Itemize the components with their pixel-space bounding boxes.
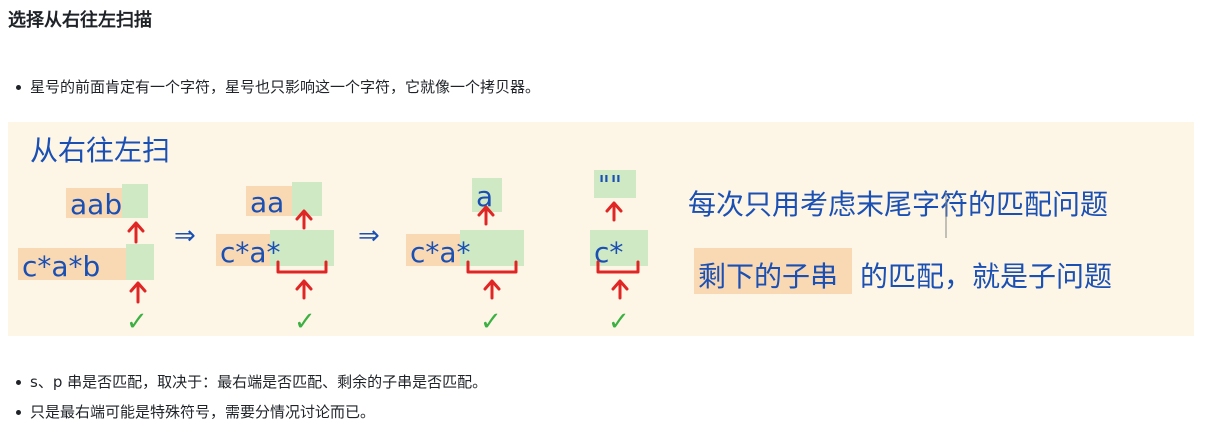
bullet-item-1: 星号的前面肯定有一个字符，星号也只影响这一个字符，它就像一个拷贝器。	[15, 75, 540, 99]
up-arrow-2a	[295, 209, 313, 230]
check-1: ✓	[126, 307, 148, 336]
check-2: ✓	[294, 307, 316, 336]
bullet-item-2: s、p 串是否匹配，取决于：最右端是否匹配、剩余的子串是否匹配。	[15, 370, 487, 394]
bullet-item-3: 只是最右端可能是特殊符号，需要分情况讨论而已。	[15, 400, 375, 424]
step2-s: aa	[250, 186, 284, 219]
note-line-2-highlight: 剩下的子串	[698, 260, 838, 293]
highlight-s4-empty	[594, 170, 636, 198]
note-line-2-rest: 的匹配，就是子问题	[860, 260, 1112, 293]
highlight-s2-a2	[292, 182, 322, 216]
highlight-p3-cstar	[406, 234, 460, 266]
up-arrow-1a	[127, 221, 145, 244]
highlight-p2-astar	[270, 230, 334, 266]
highlight-p1-cstar	[18, 248, 126, 280]
figure-canvas: 从右往左扫 aab c*a*b ⇒ aa c*a* ⇒ a c*a* "" c*…	[18, 134, 1112, 336]
handwritten-figure: 从右往左扫 aab c*a*b ⇒ aa c*a* ⇒ a c*a* "" c*…	[8, 122, 1194, 336]
up-arrow-4a	[605, 201, 623, 222]
up-arrow-2b	[295, 279, 313, 300]
highlight-p2-cstar	[216, 234, 270, 266]
section-heading: 选择从右往左扫描	[8, 10, 152, 31]
step1-p: c*a*b	[22, 250, 100, 283]
up-arrow-3b	[483, 279, 501, 300]
step1-s: aab	[70, 188, 122, 221]
highlight-p1-b	[126, 244, 154, 280]
check-3: ✓	[480, 307, 502, 336]
figure-title: 从右往左扫	[30, 134, 170, 167]
arrow-2: ⇒	[358, 221, 380, 251]
highlight-s2-a	[246, 186, 292, 216]
step3-s: a	[476, 180, 493, 213]
up-arrow-3a	[477, 205, 495, 226]
highlight-s1-b	[122, 184, 148, 218]
highlight-p4-cstar	[590, 230, 648, 266]
up-arrow-4b	[611, 279, 629, 300]
highlight-p3-astar	[460, 230, 524, 266]
up-arrow-1b	[129, 281, 147, 304]
note-line-1: 每次只用考虑末尾字符的匹配问题	[688, 188, 1108, 221]
step2-p: c*a*	[220, 236, 281, 269]
step4-s: ""	[598, 171, 622, 201]
check-4: ✓	[608, 307, 630, 336]
bracket-4	[596, 260, 640, 274]
highlight-note-substring	[694, 248, 852, 294]
step3-p: c*a*	[410, 236, 471, 269]
highlight-s1-aa	[66, 188, 122, 218]
arrow-1: ⇒	[174, 221, 196, 251]
bracket-3	[466, 260, 518, 274]
bracket-2	[276, 260, 328, 274]
